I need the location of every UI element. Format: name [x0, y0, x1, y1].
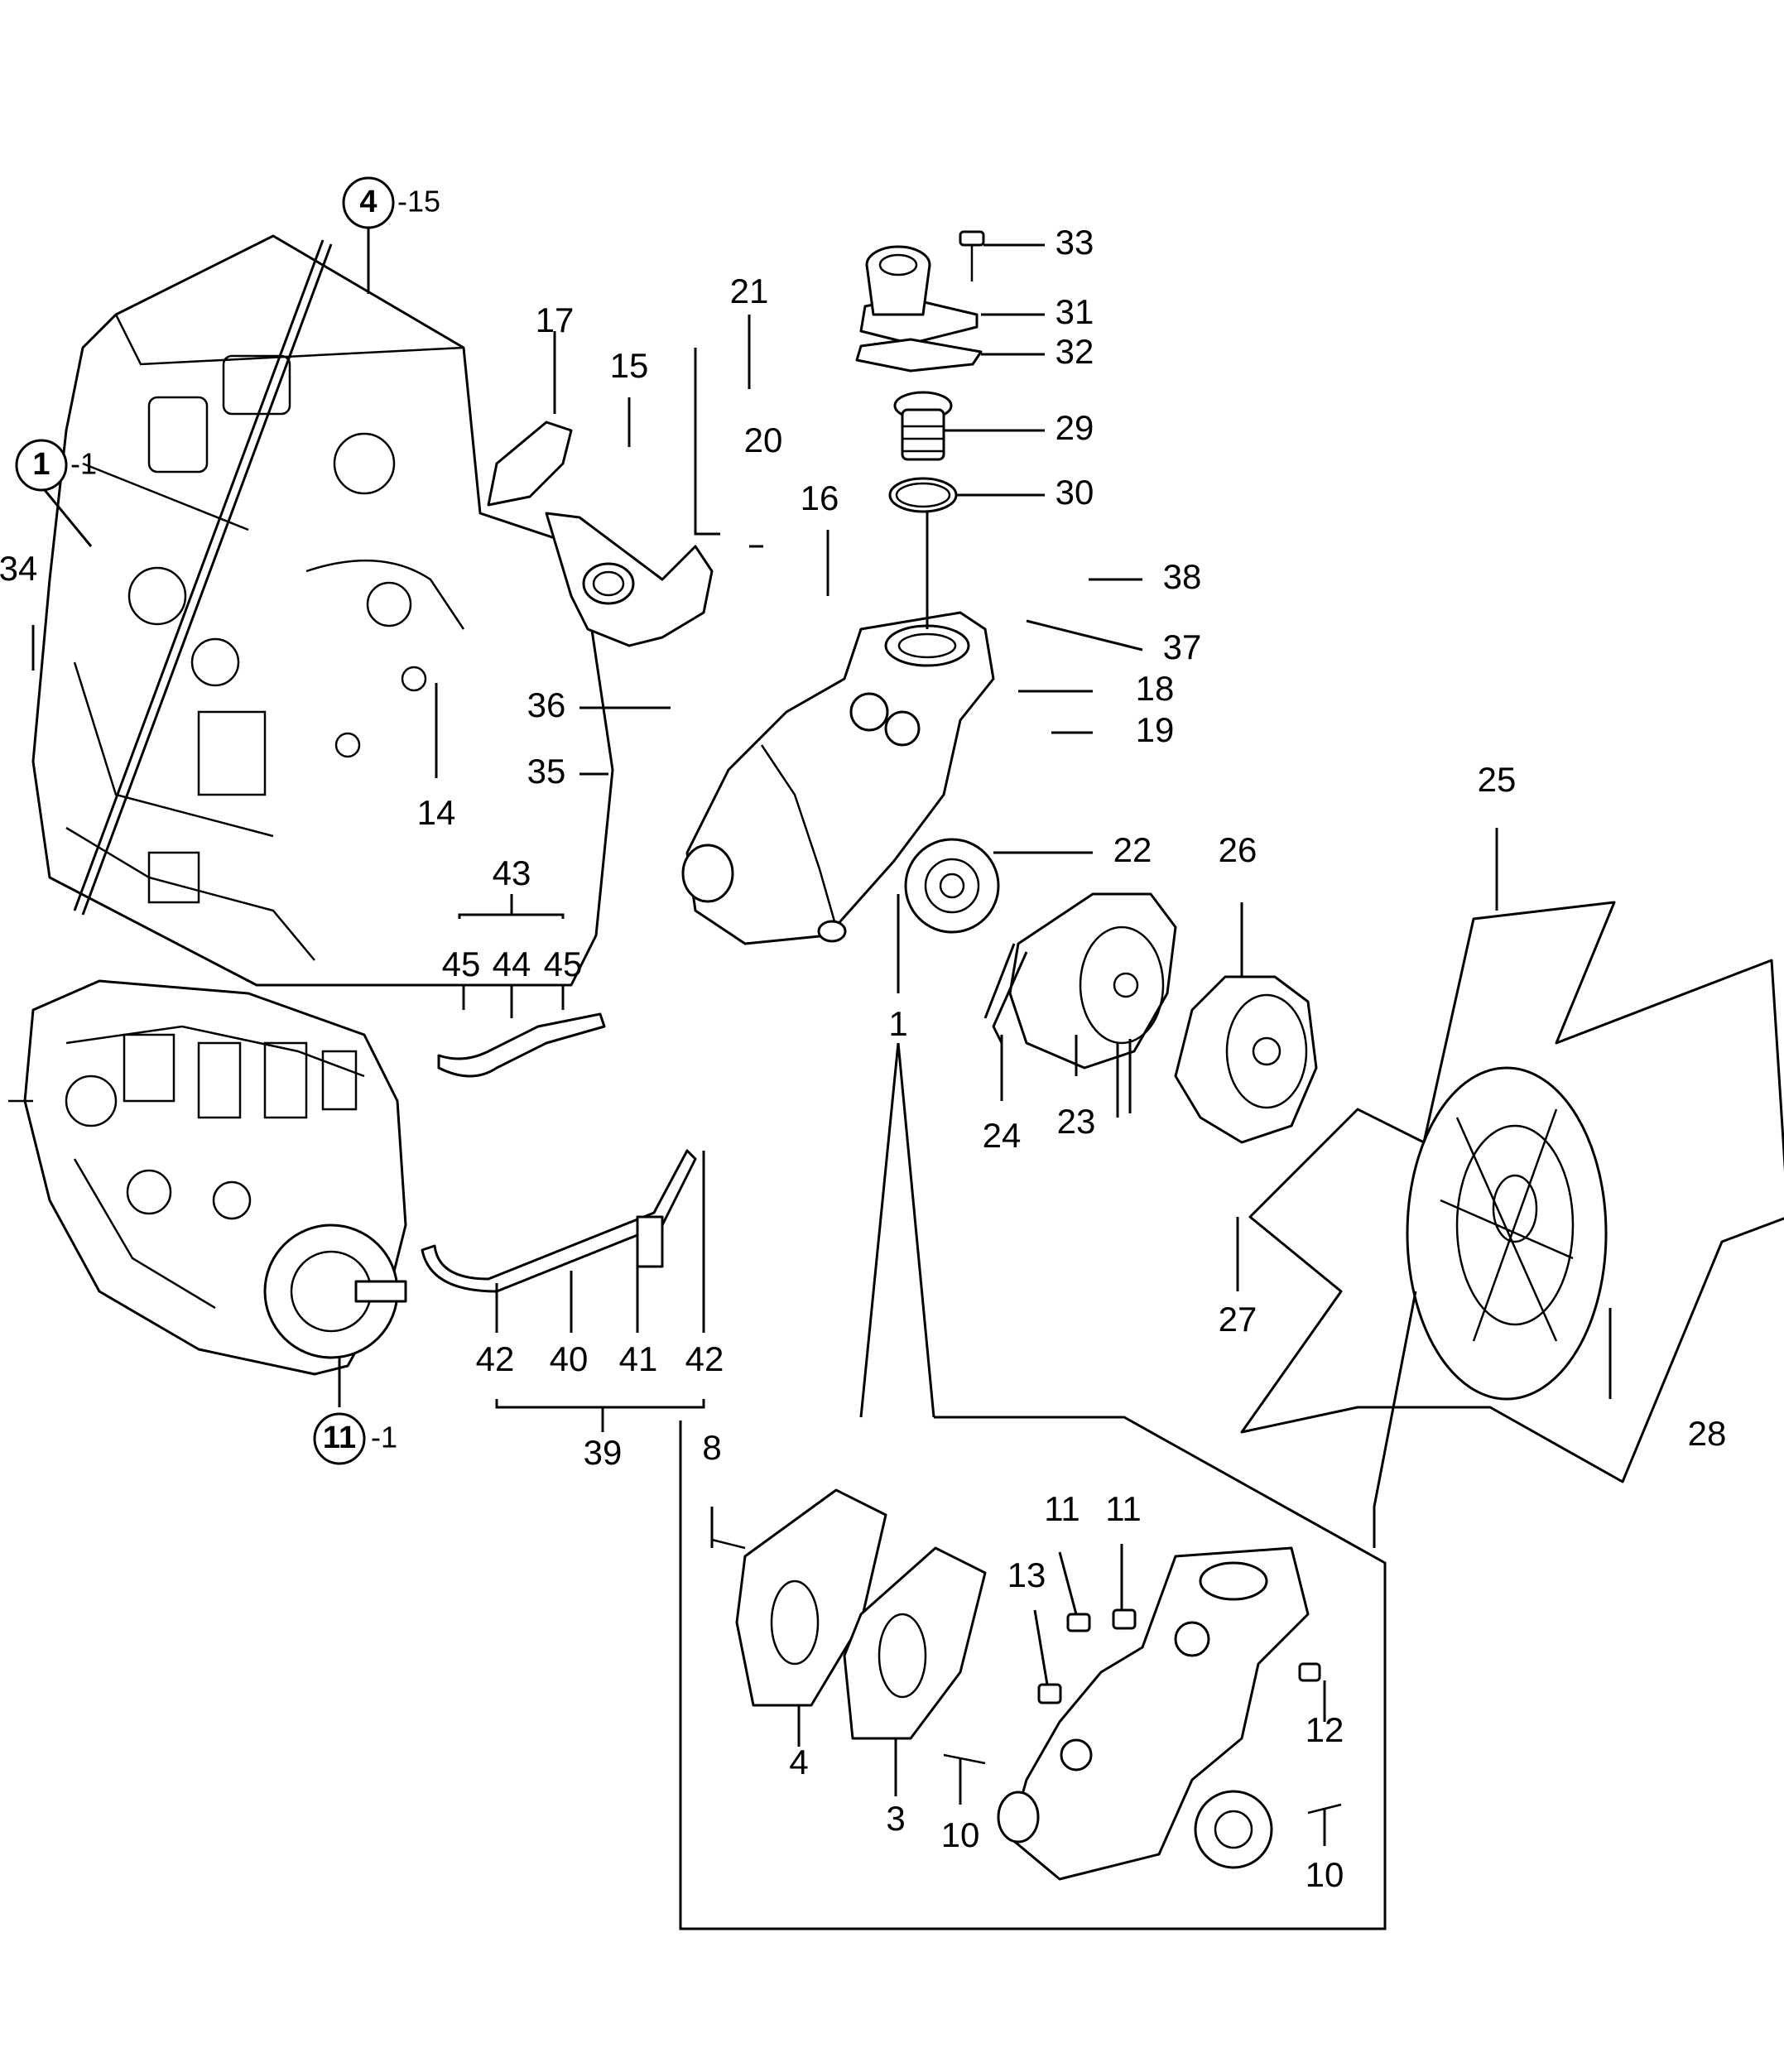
injection-pump	[8, 979, 407, 1376]
adapter-flange	[487, 421, 714, 647]
callout-31: 31	[1055, 292, 1094, 331]
svg-text:11: 11	[323, 1421, 356, 1455]
reference-11: 11 -1	[313, 1412, 397, 1465]
callout-40: 40	[550, 1339, 589, 1378]
callout-10-right: 10	[1306, 1855, 1344, 1894]
callout-11-left: 11	[1044, 1489, 1080, 1528]
callout-44: 44	[493, 945, 531, 983]
callout-25: 25	[1478, 760, 1517, 799]
callout-15: 15	[610, 346, 649, 385]
callout-19: 19	[1136, 710, 1175, 749]
callout-34: 34	[0, 549, 37, 588]
callout-11-right: 11	[1105, 1489, 1142, 1528]
part-callouts: 33 31 32 29 30 21 20 17 15 16 38 37 18 1…	[0, 223, 1726, 1894]
callout-32: 32	[1055, 332, 1094, 371]
leader-lines	[31, 207, 1612, 1846]
callout-18: 18	[1136, 669, 1175, 708]
thermostat-assembly	[855, 230, 985, 513]
callout-41: 41	[619, 1339, 658, 1378]
callout-37: 37	[1163, 627, 1202, 666]
callout-13: 13	[1007, 1555, 1046, 1594]
callout-22: 22	[1113, 830, 1152, 869]
callout-42-right: 42	[685, 1339, 724, 1378]
engine-block	[31, 234, 614, 987]
svg-text:-1: -1	[371, 1421, 397, 1454]
callout-28: 28	[1688, 1414, 1727, 1453]
fan-spacer	[1174, 975, 1318, 1144]
reference-1: 1 -1	[15, 439, 97, 492]
svg-text:1: 1	[32, 447, 50, 482]
callout-45-left: 45	[442, 945, 481, 983]
callout-35: 35	[527, 752, 566, 791]
pipes-hoses	[421, 1012, 697, 1293]
callout-17: 17	[536, 300, 575, 339]
callout-24: 24	[983, 1116, 1022, 1155]
callout-14: 14	[417, 793, 456, 832]
callout-12: 12	[1306, 1710, 1344, 1749]
callout-45-right: 45	[544, 945, 583, 983]
callout-4: 4	[789, 1743, 808, 1781]
callout-1: 1	[888, 1004, 907, 1043]
svg-text:-15: -15	[397, 185, 440, 219]
callout-26: 26	[1219, 830, 1257, 869]
water-pump-assembly	[681, 611, 1000, 945]
svg-text:4: 4	[359, 185, 377, 219]
callout-16: 16	[801, 478, 839, 517]
reference-callouts: 4 -15 1 -1 11 -1	[15, 176, 440, 1465]
callout-8: 8	[702, 1428, 721, 1467]
callout-33: 33	[1055, 223, 1094, 262]
callout-10-left: 10	[941, 1815, 980, 1854]
callout-27: 27	[1219, 1300, 1257, 1339]
pulley-belt	[983, 892, 1177, 1118]
callout-42-left: 42	[476, 1339, 515, 1378]
callout-21: 21	[730, 272, 769, 310]
callout-43: 43	[493, 853, 531, 892]
reference-4: 4 -15	[342, 176, 440, 229]
inset-detail-box	[679, 1416, 1387, 1930]
callout-3: 3	[886, 1799, 905, 1838]
callout-36: 36	[527, 685, 566, 724]
callout-29: 29	[1055, 408, 1094, 447]
callout-39: 39	[584, 1433, 623, 1472]
cooling-fan	[1240, 901, 1784, 1548]
svg-text:-1: -1	[70, 447, 97, 481]
callout-23: 23	[1057, 1102, 1096, 1141]
callout-38: 38	[1163, 557, 1202, 596]
callout-30: 30	[1055, 473, 1094, 512]
callout-20: 20	[744, 421, 783, 459]
